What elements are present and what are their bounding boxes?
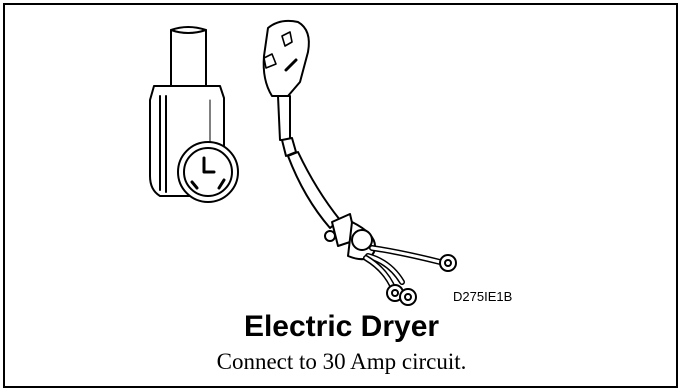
figure-code: D275IE1B [453,289,513,304]
figure-title: Electric Dryer [243,310,440,343]
figure-caption: Connect to 30 Amp circuit. [216,349,467,374]
wall-receptacle-icon [149,26,239,203]
figure-frame [3,3,678,388]
power-cord-plug-icon [262,19,457,306]
